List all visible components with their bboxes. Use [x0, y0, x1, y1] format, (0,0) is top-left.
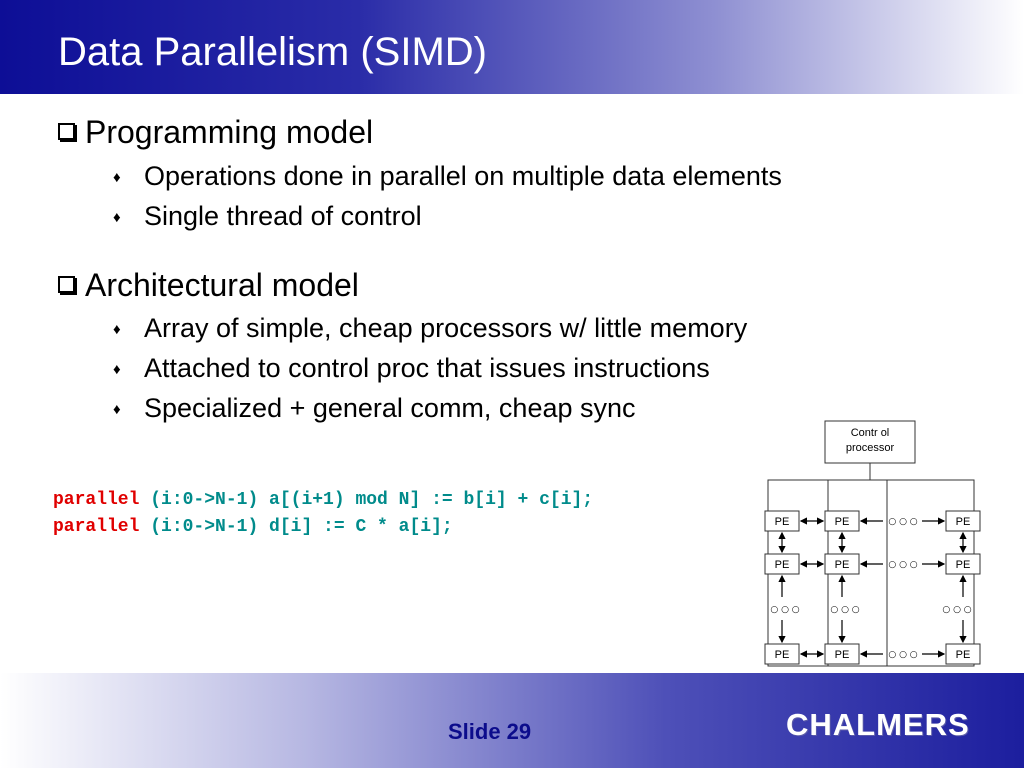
control-processor-label-line2: processor [846, 442, 895, 454]
slide-number: Slide 29 [448, 719, 532, 744]
pe-box [764, 643, 800, 665]
bullet-text: Specialized + general comm, cheap sync [144, 393, 636, 423]
bullet-text: Array of simple, cheap processors w/ lit… [144, 313, 748, 343]
pe-box [824, 643, 860, 665]
pe-box [764, 510, 800, 532]
ellipsis-label: ○ ○ ○ [888, 650, 917, 660]
checkbox-bullet-icon [58, 123, 75, 140]
code-text: (i:0->N-1) d[i] := C * a[i]; [139, 517, 453, 537]
ellipsis-label: ○ ○ ○ [942, 605, 971, 615]
pe-label: PE [835, 649, 850, 661]
pe-label: PE [956, 559, 971, 571]
section-heading: Architectural model [85, 267, 359, 303]
bullet-item: ♦ Array of simple, cheap processors w/ li… [113, 312, 747, 349]
ellipsis-label: ○ ○ ○ [770, 605, 799, 615]
pe-label: PE [775, 516, 790, 528]
bullet-text: Single thread of control [144, 201, 422, 231]
pe-label: PE [775, 649, 790, 661]
title-bar: Data Parallelism (SIMD) [0, 0, 1024, 94]
code-line: parallel (i:0->N-1) a[(i+1) mod N] := b[… [53, 489, 593, 511]
diamond-bullet-icon: ♦ [113, 209, 121, 226]
code-keyword: parallel [53, 490, 140, 510]
pe-label: PE [835, 516, 850, 528]
bullet-text: Attached to control proc that issues ins… [144, 353, 710, 383]
ellipsis-label: ○ ○ ○ [888, 517, 917, 527]
code-keyword: parallel [53, 517, 140, 537]
bullet-item: ♦ Specialized + general comm, cheap sync [113, 392, 636, 429]
pe-label: PE [835, 559, 850, 571]
section-heading: Programming model [85, 114, 374, 150]
pe-box [945, 643, 981, 665]
pe-label: PE [956, 516, 971, 528]
bullet-text: Operations done in parallel on multiple … [144, 161, 782, 191]
section-programming-model: Programming model [58, 114, 373, 150]
footer-bar [0, 673, 1024, 768]
diamond-bullet-icon: ♦ [113, 361, 121, 378]
pe-label: PE [956, 649, 971, 661]
bullet-item: ♦ Attached to control proc that issues in… [113, 352, 710, 389]
section-architectural-model: Architectural model [58, 267, 359, 303]
pe-box [824, 510, 860, 532]
checkbox-bullet-icon [58, 276, 75, 293]
diamond-bullet-icon: ♦ [113, 169, 121, 186]
control-processor-box [824, 420, 916, 464]
pe-label: PE [775, 559, 790, 571]
pe-box [824, 553, 860, 575]
pe-box [945, 553, 981, 575]
ellipsis-label: ○ ○ ○ [830, 605, 859, 615]
diamond-bullet-icon: ♦ [113, 401, 121, 418]
ellipsis-label: ○ ○ ○ [888, 560, 917, 570]
bullet-item: ♦ Single thread of control [113, 200, 422, 237]
control-processor-label-line1: Contr ol [851, 427, 890, 439]
code-text: (i:0->N-1) a[(i+1) mod N] := b[i] + c[i]… [139, 490, 594, 510]
diamond-bullet-icon: ♦ [113, 321, 121, 338]
pe-box [764, 553, 800, 575]
pe-box [945, 510, 981, 532]
chalmers-logo: CHALMERS [786, 707, 970, 742]
slide-title: Data Parallelism (SIMD) [58, 30, 487, 74]
bullet-item: ♦ Operations done in parallel on multiple… [113, 160, 782, 197]
code-line: parallel (i:0->N-1) d[i] := C * a[i]; [53, 516, 453, 538]
